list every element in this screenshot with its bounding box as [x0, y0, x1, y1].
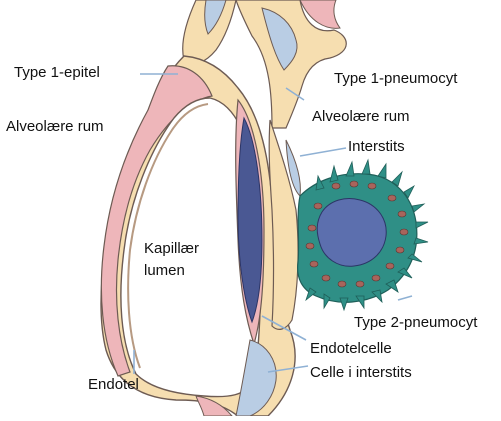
label-type2-pneumocyt: Type 2-pneumocyt: [354, 314, 477, 332]
label-type1-pneumocyt: Type 1-pneumocyt: [334, 70, 457, 88]
label-interstits: Interstits: [348, 138, 405, 156]
label-endotelcelle: Endotelcelle: [310, 340, 392, 358]
label-celle-i-interstits: Celle i interstits: [310, 364, 412, 382]
label-lumen: lumen: [144, 262, 185, 280]
type2-nucleus: [317, 199, 386, 267]
label-alveolaere-rum-left: Alveolære rum: [6, 118, 104, 136]
label-type1-epitel: Type 1-epitel: [14, 64, 100, 82]
label-alveolaere-rum-right: Alveolære rum: [312, 108, 410, 126]
label-kapillaer: Kapillær: [144, 240, 199, 258]
right-septum: [269, 120, 298, 329]
label-endotel: Endotel: [88, 376, 139, 394]
